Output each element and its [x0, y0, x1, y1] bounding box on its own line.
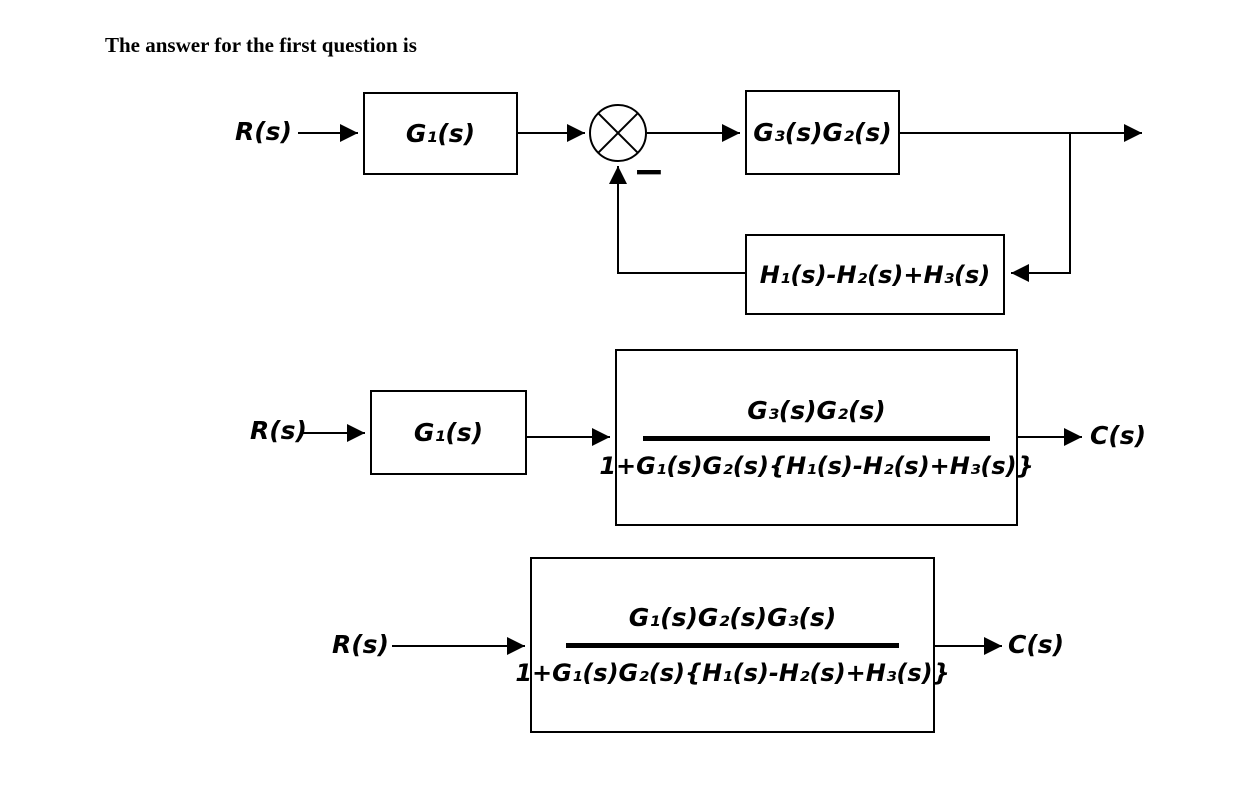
d2-input-label: R(s) — [250, 416, 307, 445]
d3-fraction-denominator: 1+G₁(s)G₂(s){H₁(s)-H₂(s)+H₃(s)} — [515, 659, 950, 687]
d2-output-label: C(s) — [1090, 421, 1147, 450]
d2-transfer-block: G₃(s)G₂(s) 1+G₁(s)G₂(s){H₁(s)-H₂(s)+H₃(s… — [599, 349, 1034, 526]
d2-fraction-bar — [642, 435, 991, 441]
d1-feedback-block-label: H₁(s)-H₂(s)+H₃(s) — [759, 260, 991, 289]
summing-junction-cross — [597, 112, 639, 154]
d2-g1-block: G₁(s) — [370, 390, 527, 475]
d1-wire-feedback-to-sum — [609, 166, 745, 274]
d1-g1-block-label: G₁(s) — [405, 119, 476, 148]
d3-fraction-numerator: G₁(s)G₂(s)G₃(s) — [628, 603, 837, 632]
d1-forward-block-label: G₃(s)G₂(s) — [753, 118, 892, 147]
d3-transfer-block: G₁(s)G₂(s)G₃(s) 1+G₁(s)G₂(s){H₁(s)-H₂(s)… — [515, 557, 950, 733]
d1-input-label: R(s) — [235, 117, 292, 146]
d1-feedback-block: H₁(s)-H₂(s)+H₃(s) — [745, 234, 1005, 315]
d3-fraction-bar — [566, 643, 899, 648]
d1-forward-block: G₃(s)G₂(s) — [745, 90, 900, 175]
d2-fraction-denominator: 1+G₁(s)G₂(s){H₁(s)-H₂(s)+H₃(s)} — [599, 451, 1034, 480]
d1-g1-block: G₁(s) — [363, 92, 518, 175]
d3-output-label: C(s) — [1008, 630, 1065, 659]
d2-fraction-numerator: G₃(s)G₂(s) — [747, 395, 886, 425]
d2-g1-block-label: G₁(s) — [413, 418, 484, 447]
d3-input-label: R(s) — [332, 630, 389, 659]
page-title: The answer for the first question is — [105, 33, 417, 57]
d1-minus-sign: − — [633, 149, 665, 193]
d1-wire-branch-to-feedback — [1011, 133, 1071, 282]
